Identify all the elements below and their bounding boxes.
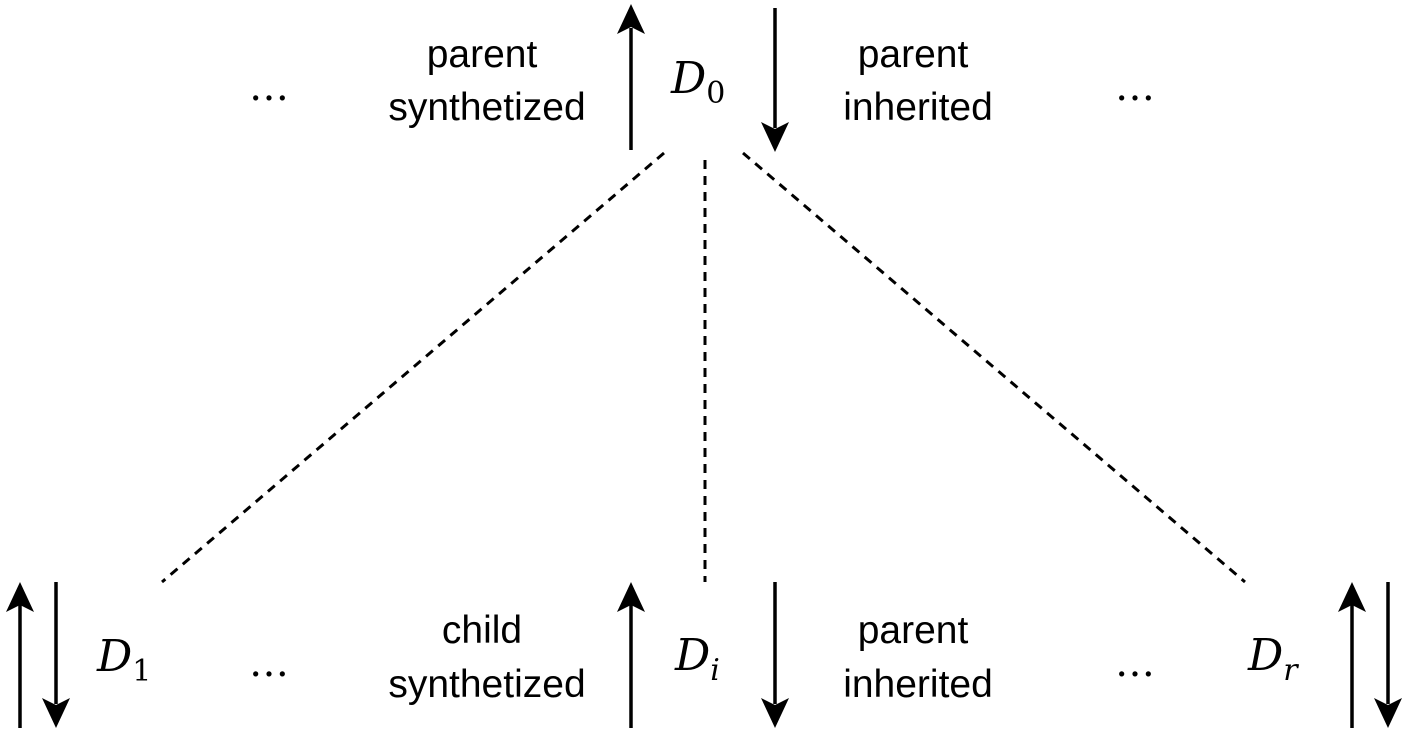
top-left-label-line2: synthetized [388,86,585,129]
child-di-label: Di [674,630,720,688]
d1-up-arrow-icon [6,582,34,728]
top-left-ellipsis: … [249,64,295,110]
dr-up-arrow-icon [1338,582,1366,728]
bottom-left-label-line1: child [442,609,522,652]
up-arrow-icon [617,4,645,150]
top-right-label-line1: parent [858,33,969,76]
child-d1-label: D1 [96,631,151,689]
bottom-left-ellipsis: … [249,640,295,686]
edge-root-to-d1 [161,151,665,584]
bottom-right-label-line2: inherited [843,663,993,706]
dr-down-arrow-icon [1374,582,1402,728]
edge-root-to-dr [742,151,1246,584]
bottom-left-label-line2: synthetized [388,663,585,706]
di-down-arrow-icon [761,582,789,728]
di-up-arrow-icon [617,582,645,728]
root-node-label: D0 [670,53,725,111]
d1-down-arrow-icon [42,582,70,728]
down-arrow-icon [761,8,789,152]
top-right-ellipsis: … [1115,64,1161,110]
top-right-label-line2: inherited [843,86,993,129]
bottom-right-ellipsis: … [1115,640,1161,686]
top-left-label-line1: parent [427,33,538,76]
child-dr-label: Dr [1247,630,1299,688]
bottom-right-label-line1: parent [858,609,969,652]
